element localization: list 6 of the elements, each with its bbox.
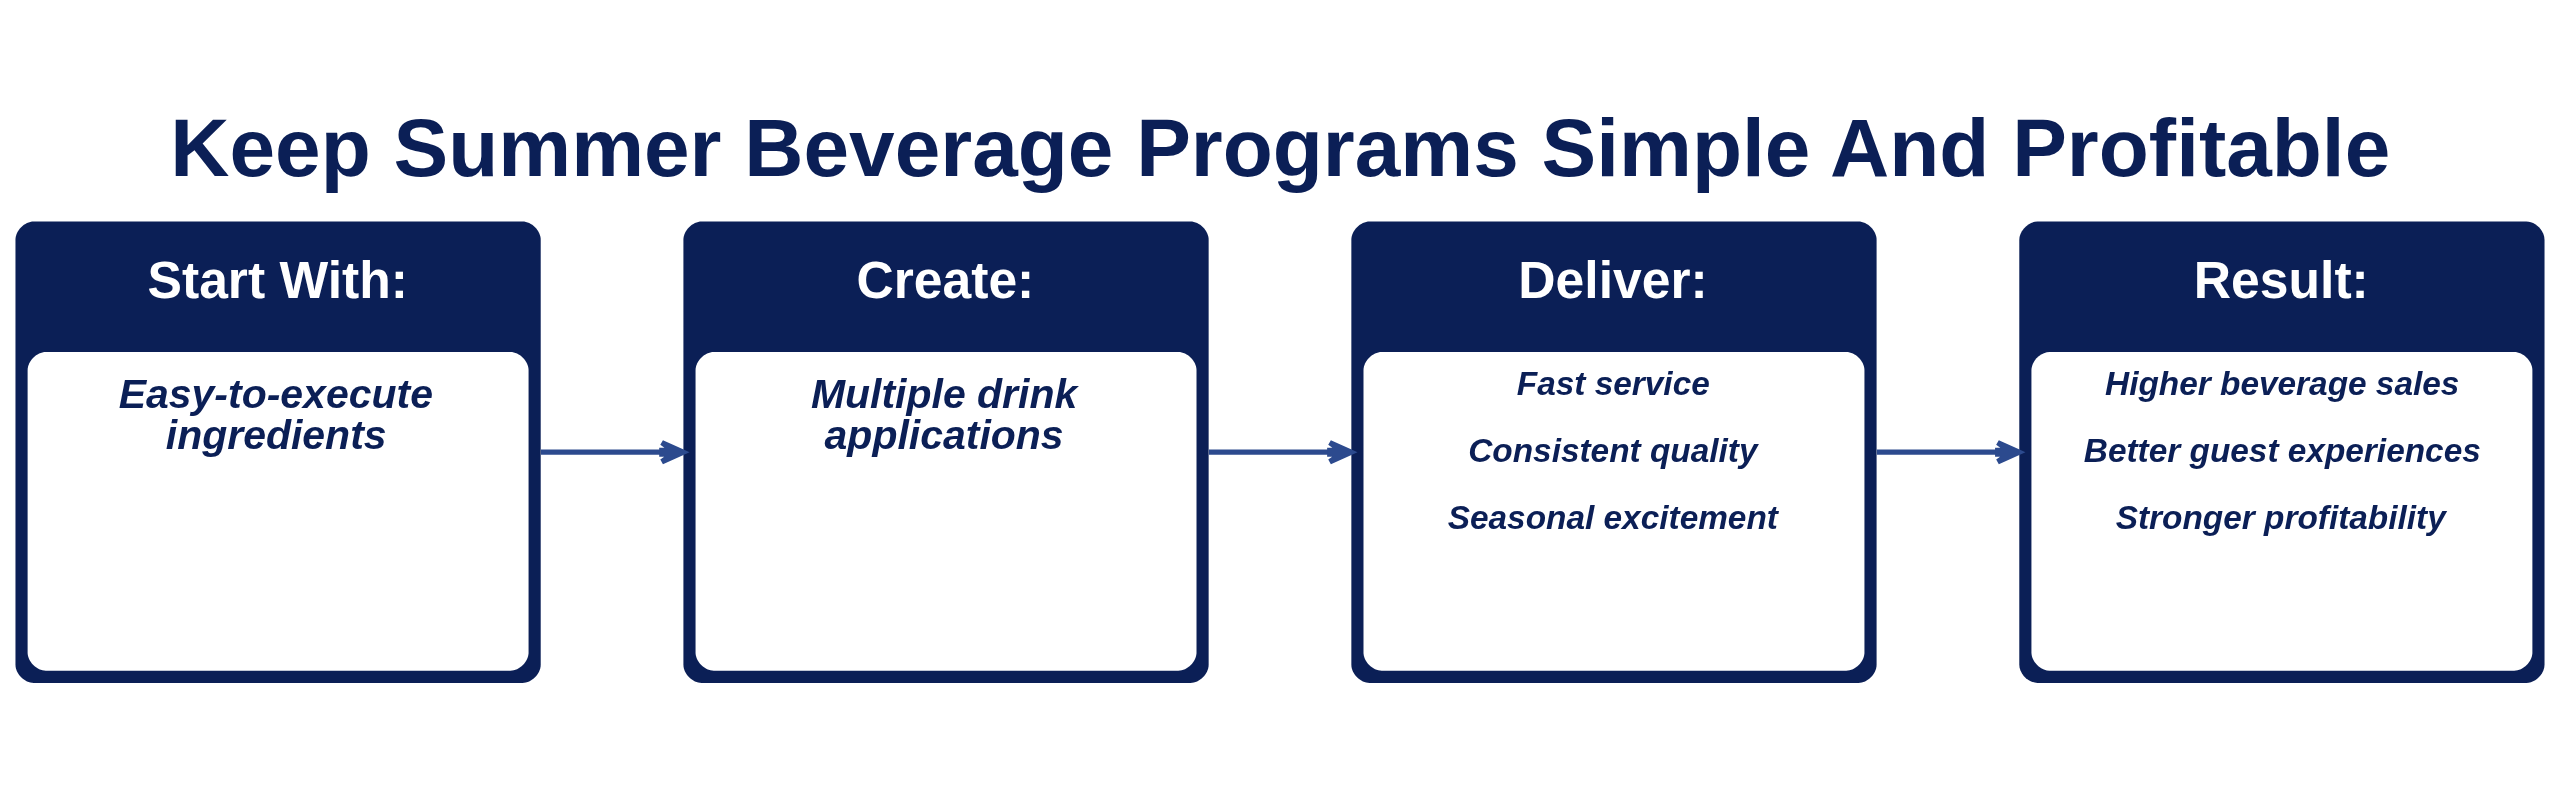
node-box: Create: Multiple drink applications	[683, 221, 1209, 683]
node-box: Start With: Easy-to-execute ingredients	[15, 221, 541, 683]
node-box: Result: Higher beverage sales Better guest experiences Stronger profitability	[2019, 221, 2545, 683]
diagram-title: Keep Summer Beverage Programs Simple And Profitable	[170, 102, 2391, 194]
arrow	[1876, 439, 2022, 465]
node-box: Deliver: Fast service Consistent quality Seasonal excitement	[1351, 221, 1877, 683]
